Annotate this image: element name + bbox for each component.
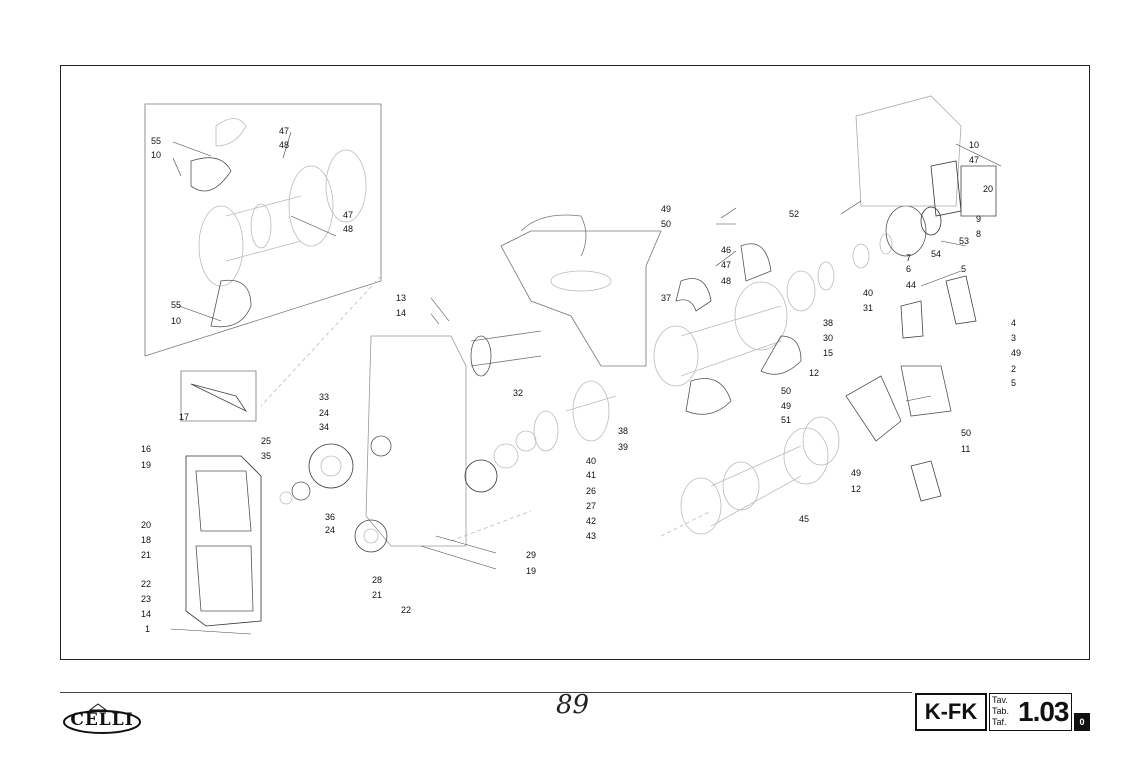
part-label: 17 <box>179 412 189 422</box>
part-label: 55 <box>151 136 161 146</box>
part-label: 53 <box>959 236 969 246</box>
part-label: 48 <box>721 276 731 286</box>
part-label: 19 <box>141 460 151 470</box>
part-label: 10 <box>969 140 979 150</box>
part-label: 47 <box>343 210 353 220</box>
part-label: 11 <box>961 444 970 454</box>
part-label: 30 <box>823 333 833 343</box>
part-label: 23 <box>141 594 151 604</box>
part-label: 22 <box>141 579 151 589</box>
part-label: 28 <box>372 575 382 585</box>
part-label: 50 <box>781 386 791 396</box>
part-label: 21 <box>141 550 151 560</box>
logo-emblem-icon <box>63 703 141 734</box>
part-label: 38 <box>823 318 833 328</box>
part-label: 31 <box>863 303 873 313</box>
part-label: 49 <box>1011 348 1021 358</box>
part-label: 47 <box>279 126 289 136</box>
part-label: 34 <box>319 422 329 432</box>
part-label: 42 <box>586 516 596 526</box>
table-number: 1.03 <box>1018 696 1069 727</box>
part-label: 22 <box>401 605 411 615</box>
diagram-frame: 55 10 47 48 47 48 55 10 13 14 32 33 24 3… <box>60 65 1090 660</box>
part-label: 29 <box>526 550 536 560</box>
part-label: 44 <box>906 280 916 290</box>
part-label: 45 <box>799 514 809 524</box>
part-label: 21 <box>372 590 382 600</box>
revision-badge: 0 <box>1074 713 1090 731</box>
table-label: Tav. <box>992 695 1008 705</box>
part-label: 10 <box>171 316 181 326</box>
celli-logo: CELLI <box>60 700 144 736</box>
part-label: 12 <box>809 368 819 378</box>
part-label: 5 <box>1011 378 1016 388</box>
part-label: 49 <box>661 204 671 214</box>
part-label: 49 <box>851 468 861 478</box>
part-label: 40 <box>586 456 596 466</box>
part-label: 2 <box>1011 364 1016 374</box>
part-label: 50 <box>661 219 671 229</box>
part-label: 16 <box>141 444 151 454</box>
part-label: 20 <box>141 520 151 530</box>
part-label: 27 <box>586 501 596 511</box>
part-label: 47 <box>969 155 979 165</box>
part-label: 38 <box>618 426 628 436</box>
part-label: 52 <box>789 209 799 219</box>
part-label: 25 <box>261 436 271 446</box>
part-label: 24 <box>325 525 335 535</box>
part-label: 9 <box>976 214 981 224</box>
part-label: 54 <box>931 249 941 259</box>
part-label: 47 <box>721 260 731 270</box>
part-label: 15 <box>823 348 833 358</box>
part-label: 46 <box>721 245 731 255</box>
part-label: 7 <box>906 253 911 263</box>
footer-divider <box>60 692 912 693</box>
part-label: 36 <box>325 512 335 522</box>
part-label: 26 <box>586 486 596 496</box>
part-label: 49 <box>781 401 791 411</box>
table-label: Tab. <box>992 706 1010 716</box>
brand-name: CELLI <box>70 710 134 730</box>
part-label: 10 <box>151 150 161 160</box>
part-label: 43 <box>586 531 596 541</box>
handwritten-page-number: 89 <box>556 690 590 720</box>
table-reference-box: Tav. Tab. Taf. 1.03 <box>989 693 1072 731</box>
part-label: 13 <box>396 293 406 303</box>
model-code: K-FK <box>915 693 987 731</box>
part-label: 35 <box>261 451 271 461</box>
part-label: 55 <box>171 300 181 310</box>
part-label: 51 <box>781 415 791 425</box>
part-label: 14 <box>396 308 406 318</box>
part-label: 8 <box>976 229 981 239</box>
part-label: 6 <box>906 264 911 274</box>
part-label: 20 <box>983 184 993 194</box>
table-label: Taf. <box>992 717 1007 727</box>
part-label: 4 <box>1011 318 1016 328</box>
part-label: 48 <box>343 224 353 234</box>
part-label: 48 <box>279 140 289 150</box>
part-label: 39 <box>618 442 628 452</box>
part-label: 5 <box>961 264 966 274</box>
part-label: 41 <box>586 470 596 480</box>
part-label: 12 <box>851 484 861 494</box>
table-labels: Tav. Tab. Taf. <box>992 695 1009 728</box>
part-label: 3 <box>1011 333 1016 343</box>
part-label: 1 <box>145 624 150 634</box>
part-label: 24 <box>319 408 329 418</box>
exploded-parts-diagram: 55 10 47 48 47 48 55 10 13 14 32 33 24 3… <box>141 95 1021 635</box>
part-label: 37 <box>661 293 671 303</box>
part-label: 32 <box>513 388 523 398</box>
part-label: 50 <box>961 428 971 438</box>
part-label: 40 <box>863 288 873 298</box>
part-label: 19 <box>526 566 536 576</box>
part-label: 14 <box>141 609 151 619</box>
part-label: 33 <box>319 392 329 402</box>
part-label: 18 <box>141 535 151 545</box>
